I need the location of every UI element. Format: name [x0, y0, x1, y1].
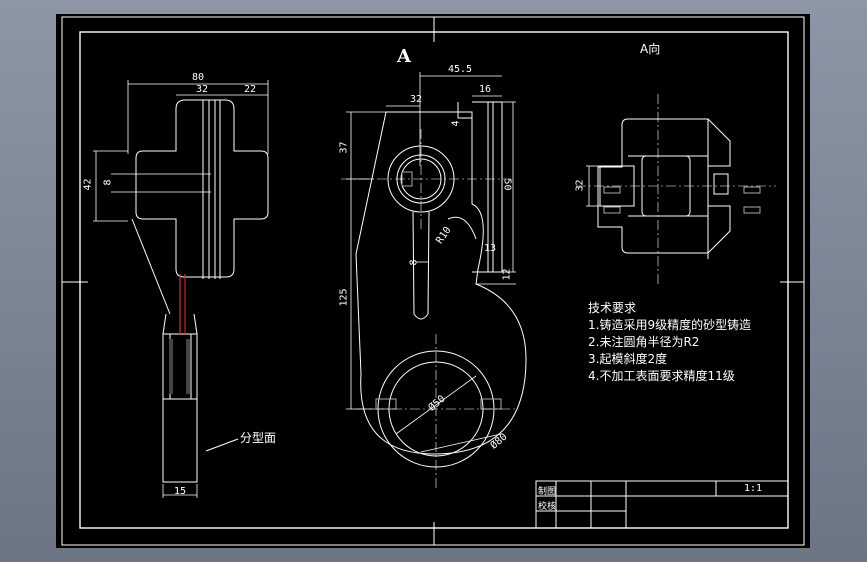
right-hatch [603, 186, 761, 214]
drawing-sheet: A A向 80 32 22 42 8 15 分型面 45.5 32 16 4 3… [56, 14, 810, 548]
note-item-2: 2.未注圆角半径为R2 [588, 335, 700, 349]
right-center-lines [576, 94, 776, 284]
note-item-3: 3.起模斜度2度 [588, 352, 668, 366]
left-dimension-lines [93, 80, 269, 498]
note-item-1: 1.铸造采用9级精度的砂型铸造 [588, 318, 752, 332]
dim-125: 125 [338, 288, 350, 307]
section-label: A [397, 46, 411, 67]
title-block-scale: 1:1 [744, 483, 763, 494]
dim-15: 15 [174, 486, 187, 497]
technical-notes: 技术要求 1.铸造采用9级精度的砂型铸造 2.未注圆角半径为R2 3.起模斜度2… [588, 300, 751, 385]
dim-45-5: 45.5 [448, 64, 473, 75]
dim-22: 22 [244, 84, 257, 95]
parting-label: 分型面 [240, 431, 277, 445]
left-hatch [169, 339, 190, 394]
middle-dimension-lines [346, 72, 516, 453]
dim-37: 37 [338, 141, 350, 154]
dim-32-mid: 32 [410, 94, 423, 105]
title-block-check-label: 校核 [538, 502, 557, 512]
drawing-canvas [61, 16, 805, 546]
dim-8-mid: 8 [408, 259, 420, 266]
dim-42: 42 [82, 178, 94, 191]
dim-13: 13 [484, 243, 497, 254]
note-item-4: 4.不加工表面要求精度11级 [588, 369, 735, 383]
right-dimension-lines [586, 165, 600, 207]
dim-50: 50 [501, 178, 513, 191]
dim-32-right: 32 [574, 179, 586, 192]
notes-title: 技术要求 [588, 301, 637, 315]
dim-d80: Ø80 [488, 431, 510, 452]
dim-12: 12 [501, 268, 513, 281]
dim-32-left: 32 [196, 84, 209, 95]
dim-16: 16 [479, 84, 492, 95]
outer-frame [61, 16, 805, 546]
dim-d50: Ø50 [426, 393, 448, 414]
title-block-drawn-label: 制图 [538, 487, 557, 497]
dim-4: 4 [450, 120, 462, 127]
direction-label: A向 [640, 42, 661, 56]
frame-center-marks [62, 17, 804, 545]
dim-8-left: 8 [102, 179, 114, 186]
middle-center-lines [341, 129, 516, 489]
title-block [535, 480, 789, 529]
dim-80: 80 [192, 72, 205, 83]
dim-r10: R10 [434, 224, 454, 247]
